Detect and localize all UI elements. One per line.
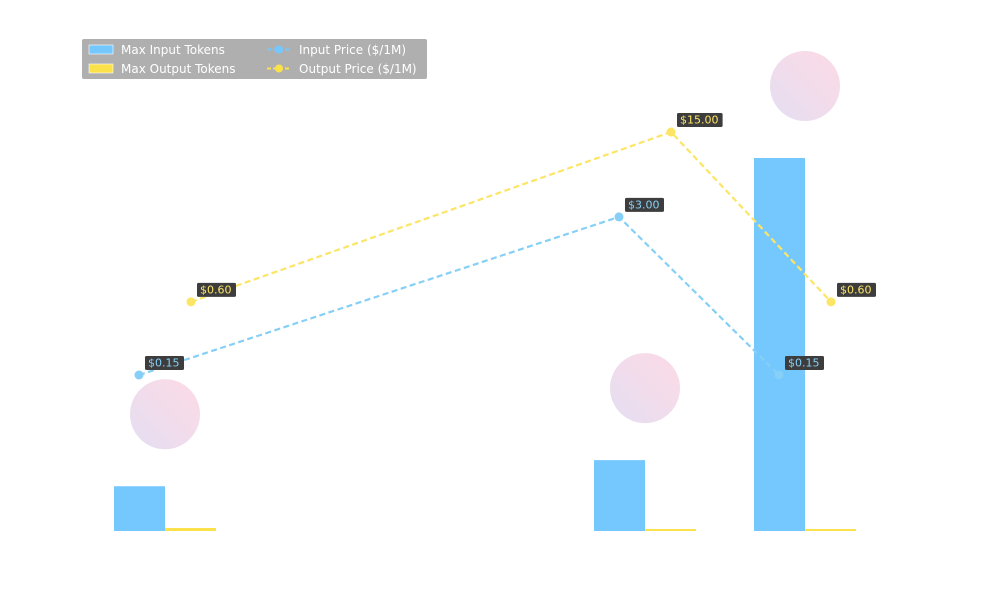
point-label-box	[837, 282, 876, 297]
point-label: $15.00	[680, 114, 719, 127]
bar-output-tokens	[805, 529, 856, 531]
point-label: $3.00	[628, 198, 660, 211]
point-input-price	[134, 370, 144, 380]
point-label-box	[677, 113, 723, 127]
price-lines	[134, 127, 836, 380]
decor-bubble	[130, 379, 200, 450]
bar-output-tokens	[165, 528, 216, 531]
price-labels: $0.15 $3.00 $0.15 $0.60 $15.00 $0.60	[145, 113, 876, 370]
point-label-box	[625, 197, 664, 212]
bars	[114, 158, 856, 531]
point-output-price	[186, 297, 196, 307]
bar-input-tokens	[594, 460, 645, 531]
legend-line-output-price	[267, 64, 291, 73]
point-label: $0.60	[200, 283, 232, 296]
legend-item-input-tokens: Max Input Tokens	[88, 42, 266, 57]
legend-label: Input Price ($/1M)	[299, 42, 407, 57]
point-label-box	[145, 356, 184, 370]
bar-input-tokens	[114, 486, 165, 531]
line-output-price	[190, 130, 832, 303]
legend-item-input-price: Input Price ($/1M)	[266, 42, 421, 57]
point-label: $0.15	[148, 357, 180, 370]
point-output-price	[666, 127, 676, 137]
point-output-price	[826, 297, 836, 307]
legend: Max Input Tokens Input Price ($/1M) Max …	[82, 39, 427, 79]
point-label-box	[197, 282, 236, 297]
bar-input-tokens	[754, 158, 805, 531]
point-label-box	[785, 356, 824, 370]
decorations	[130, 51, 840, 450]
legend-label: Max Output Tokens	[121, 61, 236, 76]
point-input-price	[774, 370, 784, 380]
decor-bubble	[770, 51, 840, 121]
decor-bubble	[610, 353, 680, 424]
bar-output-tokens	[645, 529, 696, 531]
point-label: $0.60	[840, 283, 872, 296]
point-label: $0.15	[788, 357, 820, 370]
point-input-price	[614, 212, 624, 222]
legend-label: Max Input Tokens	[121, 42, 225, 57]
legend-item-output-tokens: Max Output Tokens	[88, 61, 266, 76]
legend-label: Output Price ($/1M)	[299, 61, 417, 76]
legend-item-output-price: Output Price ($/1M)	[266, 61, 421, 76]
legend-patch-input-tokens	[88, 44, 114, 55]
legend-line-input-price	[267, 45, 291, 54]
legend-patch-output-tokens	[88, 63, 114, 74]
